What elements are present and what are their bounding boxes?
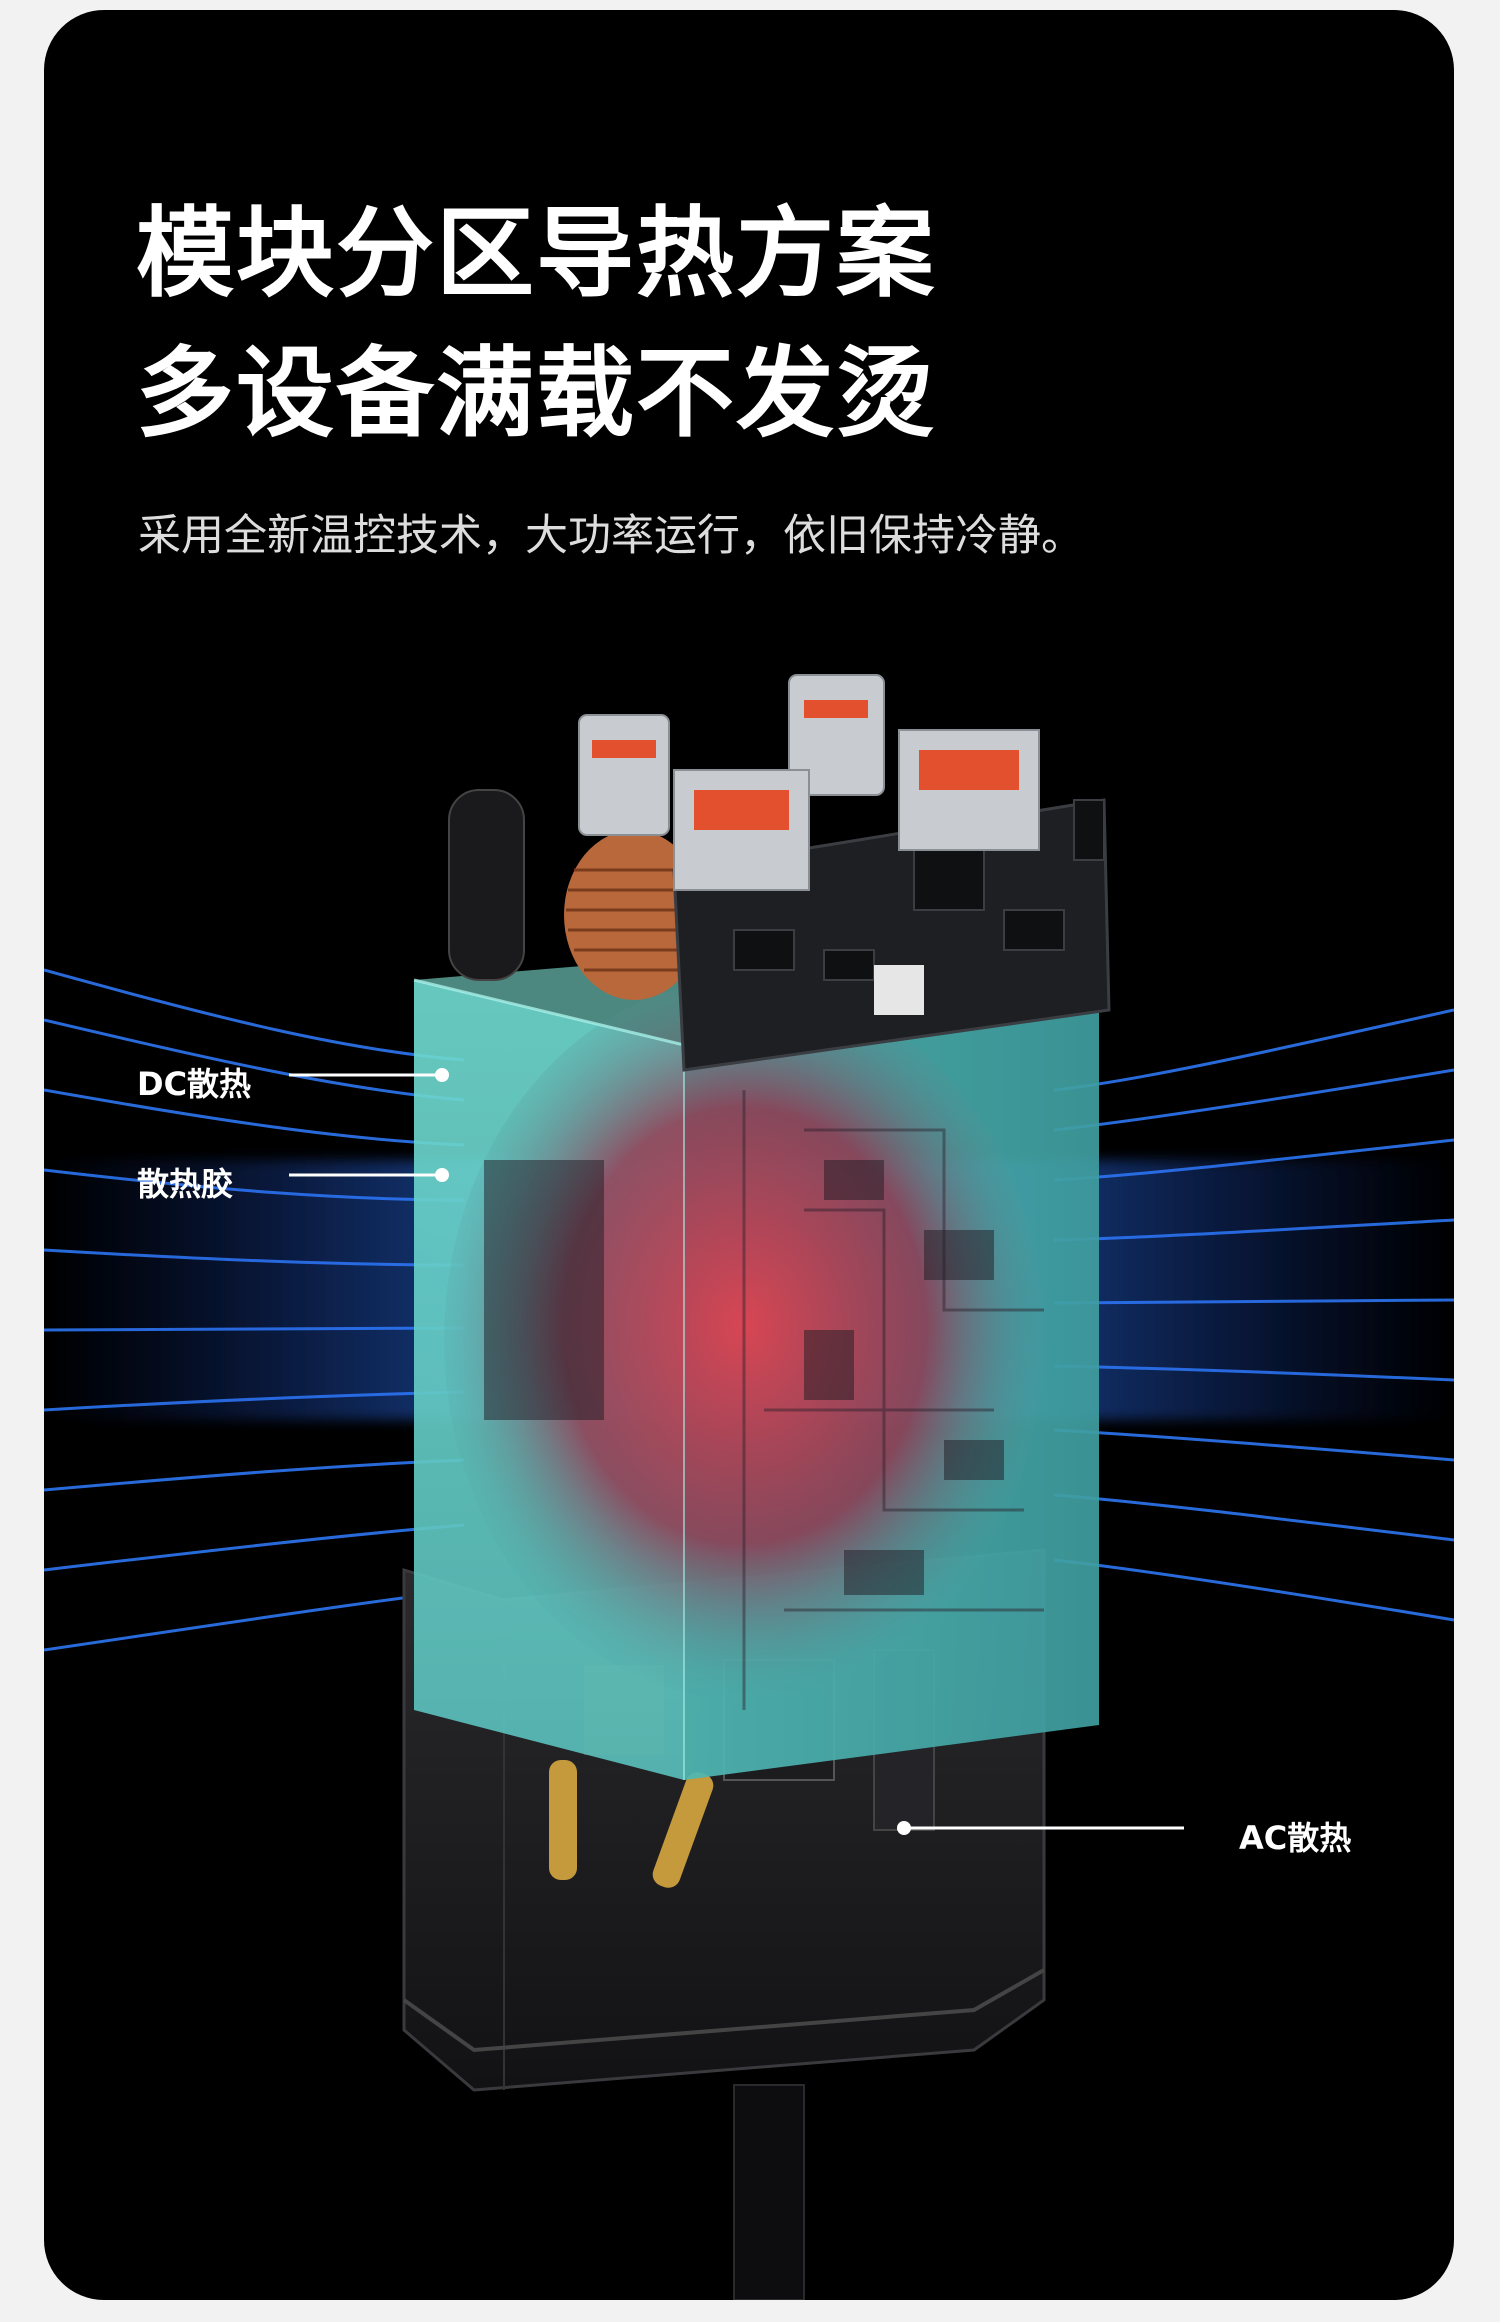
callout-dc-heat: DC散热 [137,1065,252,1103]
headline-line-2: 多设备满载不发烫 [136,337,937,451]
callout-glue-pointer [289,1168,449,1182]
callout-dc-pointer [289,1068,449,1082]
product-banner: 模块分区导热方案 多设备满载不发烫 采用全新温控技术，大功率运行，依旧保持冷静。… [44,10,1454,2300]
callout-ac-heat: AC散热 [1239,1819,1352,1857]
headline-line-1: 模块分区导热方案 [136,197,937,311]
callout-thermal-glue: 散热胶 [137,1165,234,1203]
thermal-shell [413,945,1100,1780]
charger-illustration [44,674,1454,2300]
pcb-module [448,674,1111,1072]
callout-ac-pointer [897,1821,1184,1835]
subtitle: 采用全新温控技术，大功率运行，依旧保持冷静。 [138,511,1084,561]
